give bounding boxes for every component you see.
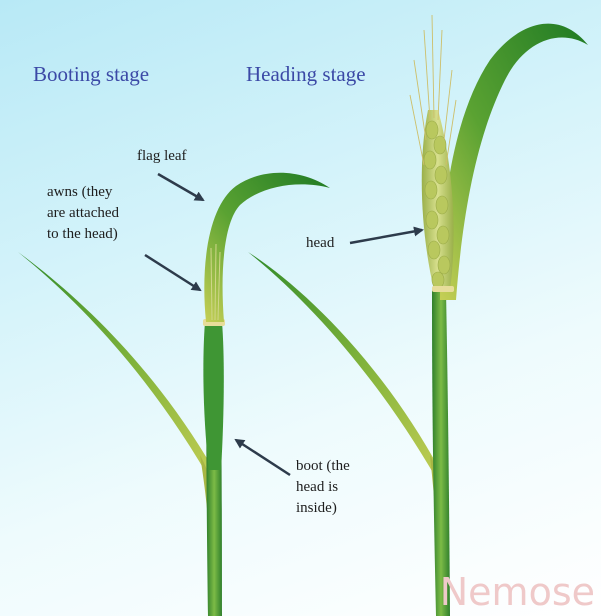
heading-collar [432, 286, 454, 292]
wheat-head [410, 15, 456, 290]
heading-plant [248, 15, 588, 616]
label-awns-line-3: to the head) [47, 224, 119, 245]
label-awns: awns (they are attached to the head) [47, 182, 119, 245]
arrow-flag-leaf [158, 174, 203, 200]
heading-flag-leaf [440, 24, 588, 300]
label-awns-line-2: are attached [47, 203, 119, 224]
label-boot-line-1: boot (the [296, 456, 350, 477]
label-boot-line-3: inside) [296, 498, 350, 519]
title-booting-stage: Booting stage [33, 62, 149, 87]
title-heading-stage: Heading stage [246, 62, 366, 87]
label-boot-line-2: head is [296, 477, 350, 498]
label-boot: boot (the head is inside) [296, 456, 350, 519]
arrow-head [350, 230, 422, 243]
booting-lower-leaf [18, 252, 216, 490]
label-flag-leaf: flag leaf [137, 146, 187, 167]
heading-stem [432, 290, 450, 616]
label-head: head [306, 233, 334, 254]
arrow-boot [236, 440, 290, 475]
label-awns-line-1: awns (they [47, 182, 119, 203]
watermark-logo: Nemose [440, 570, 595, 614]
arrow-awns [145, 255, 200, 290]
